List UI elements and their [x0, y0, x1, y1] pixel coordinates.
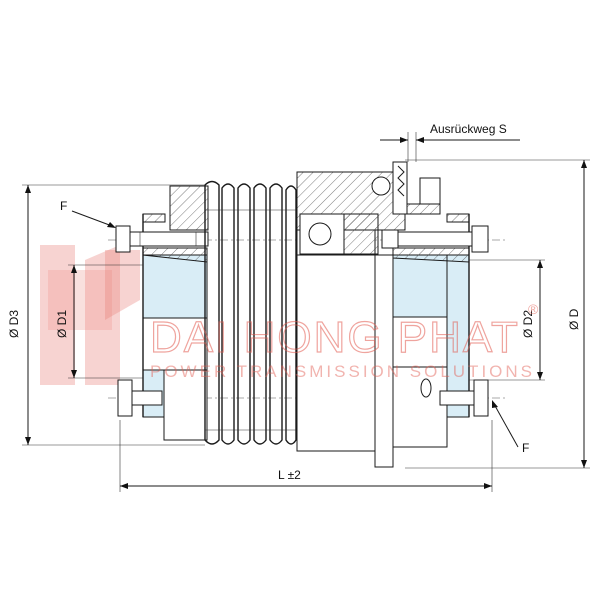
coupling-drawing	[108, 161, 508, 468]
dimensions	[22, 132, 590, 492]
right-bolt-bottom	[420, 378, 489, 417]
d-label: Ø D	[567, 308, 581, 330]
watermark-registered: ®	[528, 301, 539, 317]
ausrueckweg-label: Ausrückweg S	[430, 122, 507, 136]
d2-label: Ø D2	[521, 310, 535, 338]
left-bolt-top	[115, 225, 209, 253]
bearing	[299, 213, 379, 255]
right-bolt-top	[381, 225, 489, 253]
left-hub-section	[169, 185, 209, 231]
d3-label: Ø D3	[7, 310, 21, 338]
left-hub-upper	[142, 254, 208, 319]
left-flange-ring	[142, 213, 166, 223]
watermark-tagline: POWER TRANSMISSION SOLUTIONS	[150, 362, 535, 381]
left-bolt-bottom	[117, 379, 163, 417]
watermark-brand: DAI HONG PHAT	[150, 313, 520, 362]
length-label: L ±2	[278, 468, 301, 482]
f-label-top: F	[60, 199, 67, 213]
watermark-logo-icon	[40, 245, 140, 385]
ball-detent	[371, 161, 441, 215]
bellows	[204, 180, 297, 445]
f-label-bottom: F	[522, 441, 529, 455]
d1-label: Ø D1	[55, 310, 69, 338]
left-hub-lower-b	[163, 369, 208, 441]
